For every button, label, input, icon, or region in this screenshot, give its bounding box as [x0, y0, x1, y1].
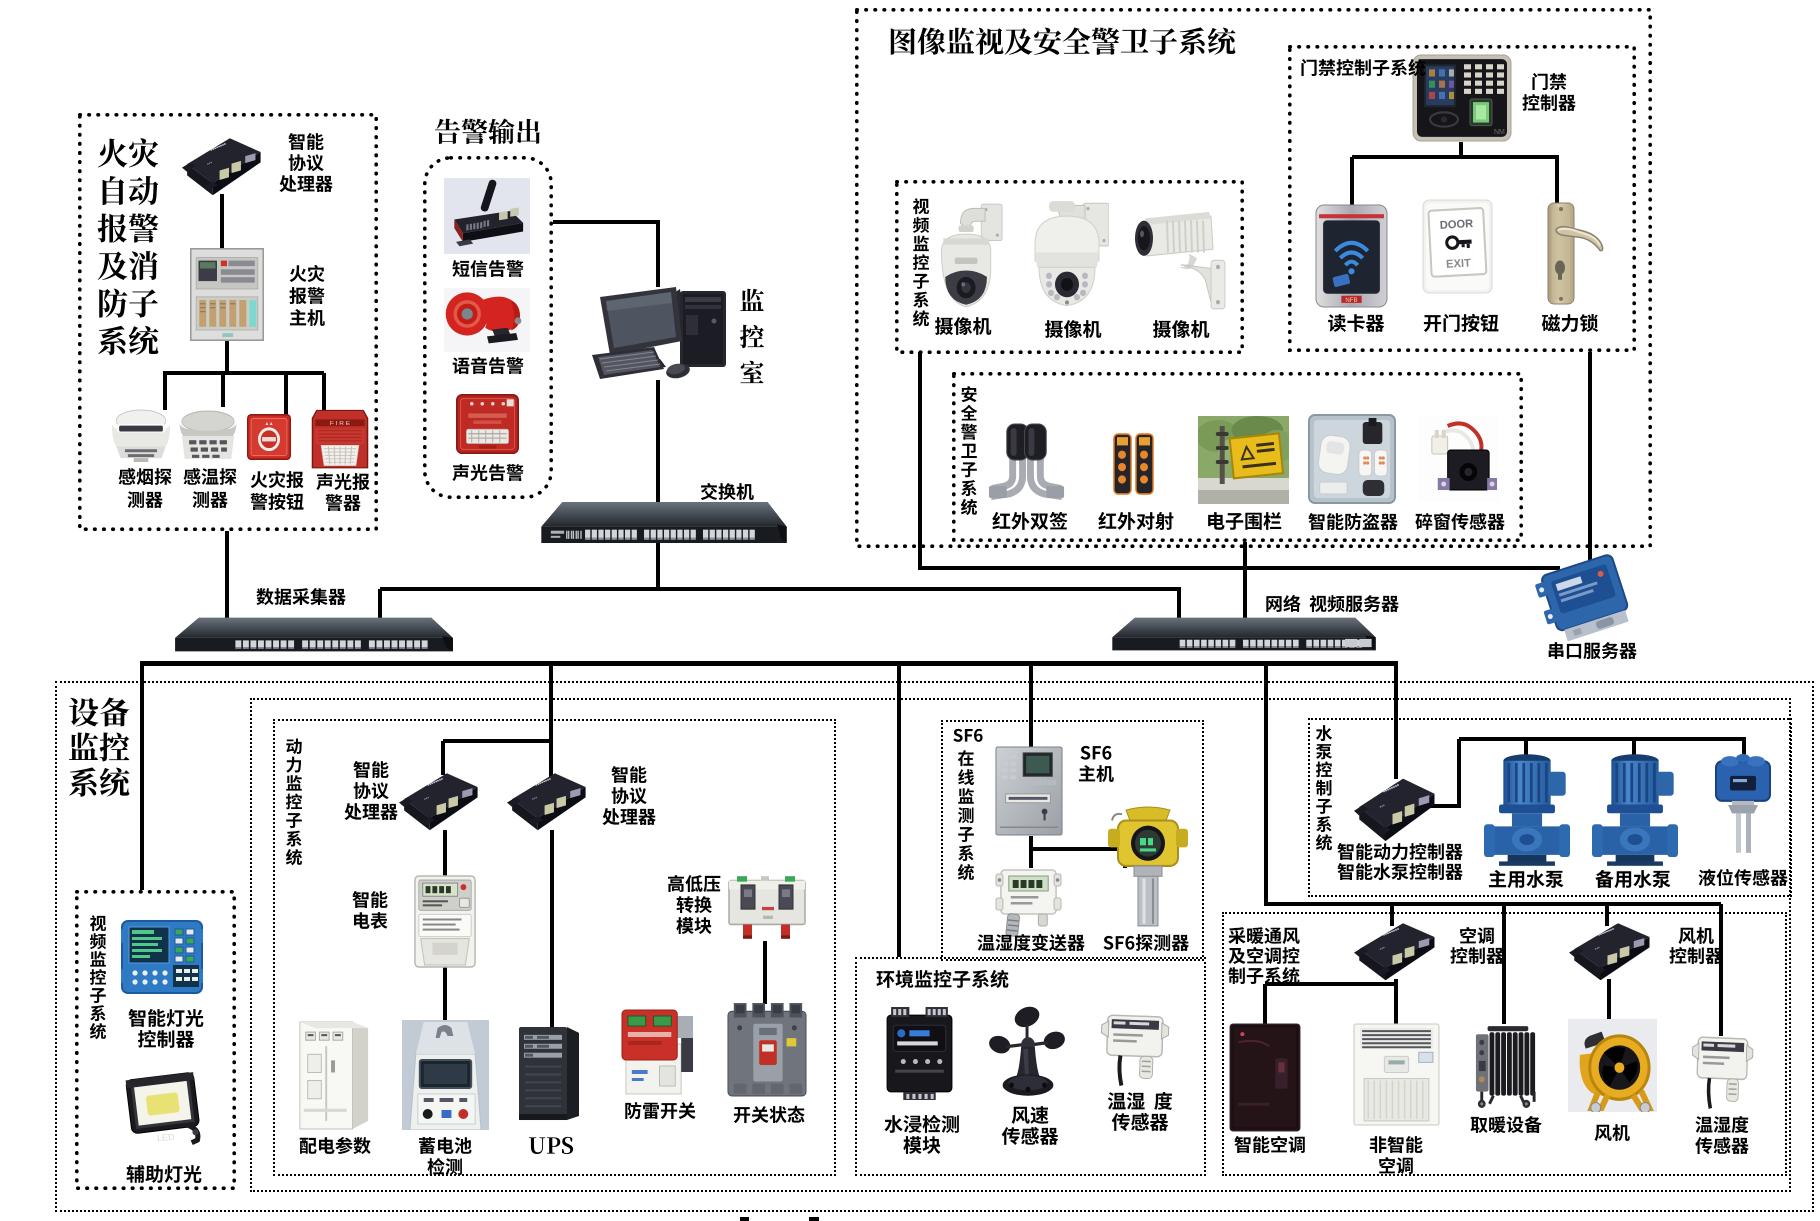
svg-text:▪▪▪: ▪▪▪ — [1594, 945, 1602, 953]
svg-text:▪▪▪: ▪▪▪ — [531, 795, 538, 803]
svg-text:DOOR: DOOR — [1439, 218, 1473, 232]
svg-text:▴ ▴: ▴ ▴ — [265, 421, 272, 427]
svg-text:EXIT: EXIT — [1446, 257, 1471, 270]
svg-text:NM: NM — [1494, 128, 1505, 136]
svg-text:NFB: NFB — [1345, 297, 1357, 304]
svg-text:▪▪▪: ▪▪▪ — [423, 795, 430, 803]
svg-text:F I R E: F I R E — [330, 422, 350, 427]
svg-text:▪▪▪: ▪▪▪ — [206, 160, 213, 168]
svg-text:▪▪▪: ▪▪▪ — [1379, 945, 1387, 953]
svg-text:LED: LED — [157, 1132, 176, 1143]
svg-text:▪▪▪: ▪▪▪ — [1379, 803, 1386, 811]
